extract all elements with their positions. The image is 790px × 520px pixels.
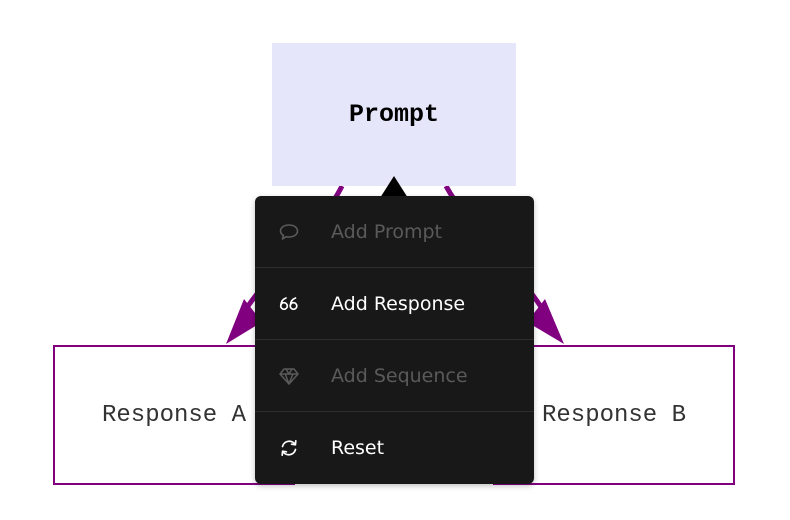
refresh-icon [278, 437, 300, 459]
node-response-a[interactable]: Response A [53, 345, 295, 485]
menu-item-reset[interactable]: Reset [255, 412, 534, 484]
context-menu: Add Prompt Add Response [255, 196, 534, 484]
menu-item-reset-label: Reset [331, 437, 385, 459]
node-response-b-label: Response B [541, 401, 687, 429]
menu-item-add-prompt-label: Add Prompt [331, 220, 442, 243]
node-prompt-label: Prompt [348, 100, 439, 129]
speech-bubble-icon [278, 221, 300, 243]
menu-item-add-response-label: Add Response [331, 292, 466, 315]
menu-item-add-response[interactable]: Add Response [255, 268, 534, 340]
context-menu-caret [380, 176, 408, 198]
node-response-a-label: Response A [101, 401, 247, 429]
menu-item-add-sequence[interactable]: Add Sequence [255, 340, 534, 412]
quote-icon [278, 293, 300, 315]
arrowhead-response-b [527, 299, 564, 344]
menu-item-add-sequence-label: Add Sequence [331, 364, 468, 387]
diamond-icon [278, 365, 300, 387]
arrowhead-response-a [226, 299, 262, 344]
menu-item-add-prompt[interactable]: Add Prompt [255, 196, 534, 268]
node-prompt[interactable]: Prompt [272, 43, 516, 186]
